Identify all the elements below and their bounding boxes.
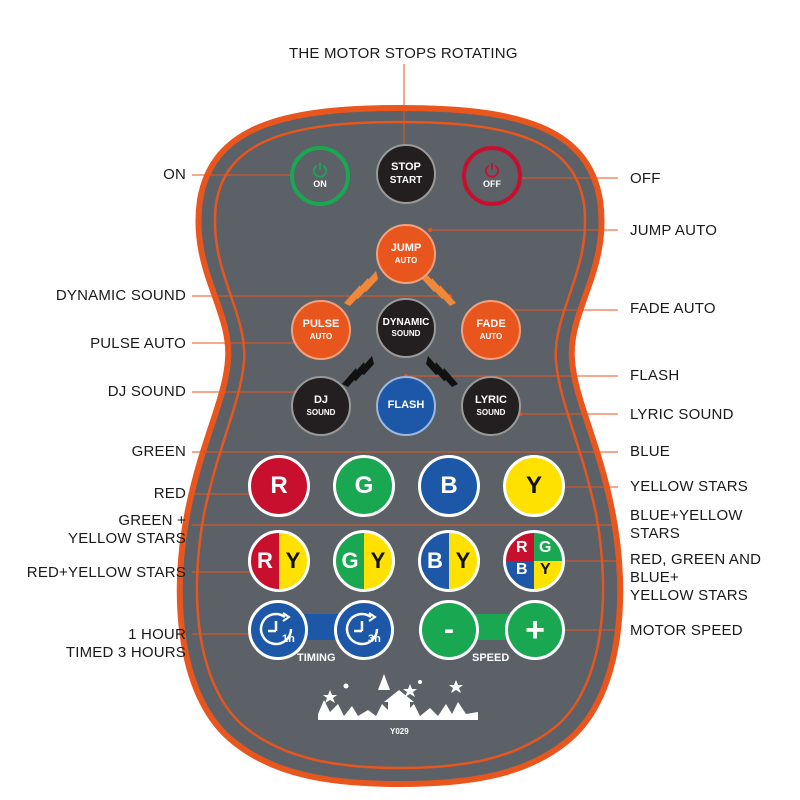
label-green: GREEN [132,443,186,461]
dj-sound-button[interactable]: DJ SOUND [291,376,351,436]
fade-auto-label: AUTO [480,333,503,341]
minus-icon: - [444,615,454,645]
fade-label: FADE [476,319,505,331]
stop-start-button[interactable]: STOP START [376,144,436,204]
red-button[interactable]: R [248,455,310,517]
label-dynamic-sound: DYNAMIC SOUND [56,287,186,305]
label-yellow-stars: YELLOW STARS [630,478,748,496]
jump-auto-button[interactable]: JUMP AUTO [376,224,436,284]
flash-label: FLASH [388,400,425,412]
power-icon [312,162,328,178]
timer-3h-button[interactable]: 3h [334,600,394,660]
label-lyric-sound: LYRIC SOUND [630,406,734,424]
timer-1h-label: 1h [282,633,295,645]
green-letter: G [336,549,364,572]
dynamic-label: DYNAMIC [383,318,430,329]
lyric-label: LYRIC [475,395,507,407]
label-jump-auto: JUMP AUTO [630,222,717,240]
lyric-sound-label: SOUND [477,409,506,417]
off-button-label: OFF [483,180,501,189]
speed-label: SPEED [472,652,509,664]
label-off: OFF [630,170,661,188]
green-letter: G [355,473,374,498]
blue-letter: B [516,562,528,579]
on-button[interactable]: ON [290,146,350,206]
green-button[interactable]: G [333,455,395,517]
label-red: RED [154,485,186,503]
fade-auto-button[interactable]: FADE AUTO [461,300,521,360]
on-button-label: ON [313,180,327,189]
blue-letter: B [421,549,449,572]
speed-minus-button[interactable]: - [419,600,479,660]
blue-letter: B [440,473,457,498]
label-motor-speed: MOTOR SPEED [630,622,743,640]
stop-label: STOP [391,162,421,174]
rgb-yellow-button[interactable]: R G B Y [503,530,565,592]
pulse-auto-label: AUTO [310,333,333,341]
jump-auto-label: AUTO [395,257,418,265]
dynamic-sound-label: SOUND [392,330,421,338]
red-letter: R [516,540,528,557]
pulse-auto-button[interactable]: PULSE AUTO [291,300,351,360]
label-green-yellow: GREEN +YELLOW STARS [68,512,186,548]
red-letter: R [251,549,279,572]
dynamic-sound-button[interactable]: DYNAMIC SOUND [376,298,436,358]
yellow-letter: Y [540,562,551,579]
green-yellow-button[interactable]: G Y [333,530,395,592]
speed-plus-button[interactable]: + [505,600,565,660]
blue-button[interactable]: B [418,455,480,517]
power-icon [484,162,500,178]
model-number: Y029 [390,727,409,736]
pulse-label: PULSE [303,319,340,331]
dj-label: DJ [314,395,328,407]
green-letter: G [539,540,551,557]
clock-icon: 1h [257,609,299,651]
jump-label: JUMP [391,243,422,255]
red-yellow-button[interactable]: R Y [248,530,310,592]
red-letter: R [270,473,287,498]
label-pulse-auto: PULSE AUTO [90,335,186,353]
timing-label: TIMING [297,652,336,664]
label-dj-sound: DJ SOUND [108,383,186,401]
timer-1h-button[interactable]: 1h [248,600,308,660]
plus-icon: + [525,615,545,645]
yellow-letter: Y [364,549,392,572]
blue-yellow-button[interactable]: B Y [418,530,480,592]
yellow-letter: Y [449,549,477,572]
label-red-yellow: RED+YELLOW STARS [27,564,186,582]
yellow-letter: Y [526,473,542,498]
label-motor-stops: THE MOTOR STOPS ROTATING [289,45,518,63]
label-fade-auto: FADE AUTO [630,300,716,318]
label-blue: BLUE [630,443,670,461]
label-on: ON [163,166,186,184]
lyric-sound-button[interactable]: LYRIC SOUND [461,376,521,436]
remote-body [180,108,620,784]
yellow-stars-button[interactable]: Y [503,455,565,517]
label-flash: FLASH [630,367,679,385]
dj-sound-label: SOUND [307,409,336,417]
flash-button[interactable]: FLASH [376,376,436,436]
timer-3h-label: 3h [368,633,381,645]
start-label: START [390,176,423,187]
off-button[interactable]: OFF [462,146,522,206]
clock-icon: 3h [343,609,385,651]
yellow-letter: Y [279,549,307,572]
